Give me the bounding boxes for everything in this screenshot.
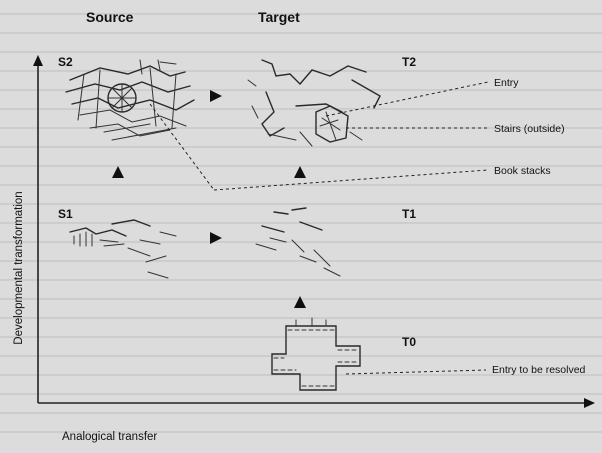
- target-header: Target: [258, 9, 300, 25]
- source-header: Source: [86, 9, 134, 25]
- callout-entry-resolved: Entry to be resolved: [492, 364, 586, 376]
- callout-stairs: Stairs (outside): [494, 123, 565, 135]
- stage-label-t2: T2: [402, 55, 416, 69]
- stage-label-s1: S1: [58, 207, 73, 221]
- y-axis-arrowhead: [33, 55, 43, 66]
- sketch-s1: [69, 219, 177, 279]
- arrow-right-s1-to-t1: [210, 232, 222, 244]
- arrow-up-t1-to-t2: [294, 166, 306, 178]
- callout-entry: Entry: [494, 77, 519, 89]
- y-axis-label: Developmental transformation: [13, 191, 25, 344]
- axes: [33, 55, 595, 408]
- sketch-t0: [271, 317, 361, 391]
- background-text-lines: [0, 13, 602, 433]
- stage-label-t1: T1: [402, 207, 416, 221]
- sketch-t1: [255, 207, 341, 277]
- arrow-right-s2-to-t2: [210, 90, 222, 102]
- sketch-s2: [65, 59, 195, 141]
- callout-book-stacks: Book stacks: [494, 165, 551, 177]
- x-axis-arrowhead: [584, 398, 595, 408]
- stage-label-t0: T0: [402, 335, 416, 349]
- arrow-up-s1-to-s2: [112, 166, 124, 178]
- stage-label-s2: S2: [58, 55, 73, 69]
- sketch-t2: [247, 59, 381, 147]
- arrow-up-t0-to-t1: [294, 296, 306, 308]
- callout-leaders: [149, 81, 489, 375]
- x-axis-label: Analogical transfer: [62, 431, 157, 443]
